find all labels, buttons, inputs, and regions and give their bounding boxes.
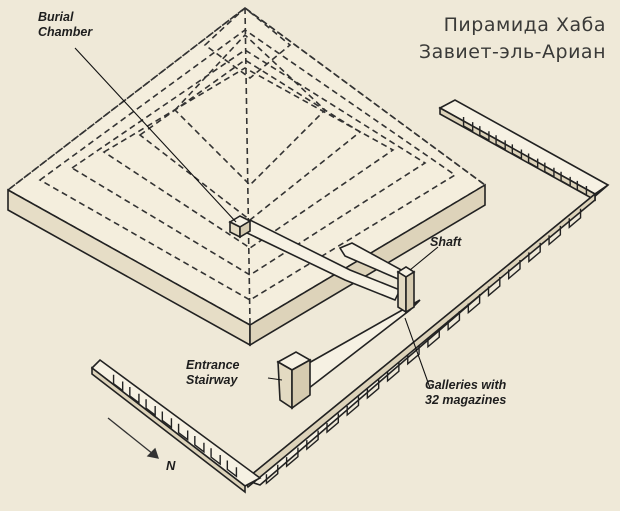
leader-galleries xyxy=(404,317,431,389)
diagram-title: Пирамида Хаба xyxy=(443,14,606,36)
magazine-front-arm xyxy=(366,379,380,400)
magazine-left-arm xyxy=(177,423,189,441)
label-burial-chamber: Burial Chamber xyxy=(38,10,92,40)
magazine-right-arm xyxy=(544,162,555,178)
leader-shaft xyxy=(409,246,439,271)
magazine-right-arm xyxy=(511,144,523,160)
north-arrow-head xyxy=(146,447,159,459)
pyramid-ridge-front xyxy=(244,7,251,326)
magazine-front-arm xyxy=(447,311,461,332)
magazine-right-arm xyxy=(495,135,506,151)
label-burial-chamber-line1: Burial xyxy=(38,10,74,24)
shaft-right xyxy=(405,270,415,314)
label-shaft: Shaft xyxy=(430,235,462,249)
shaft-left xyxy=(397,270,407,314)
magazine-front-arm xyxy=(568,208,582,229)
north-arrow xyxy=(107,417,159,459)
shaft-block xyxy=(396,266,416,314)
magazine-front-arm xyxy=(528,242,541,263)
leader-entrance-stairway xyxy=(267,377,283,381)
label-burial-chamber-line2: Chamber xyxy=(38,25,93,39)
magazine-front-arm xyxy=(285,447,299,468)
leader-burial-chamber xyxy=(74,47,237,223)
magazine-right-arm xyxy=(479,126,490,142)
magazine-left-arm xyxy=(129,386,140,405)
magazine-front-arm xyxy=(306,430,319,451)
magazine-front-arm xyxy=(346,396,360,417)
magazine-front-arm xyxy=(265,464,279,485)
magazine-right-arm xyxy=(462,117,474,133)
magazine-right-arm xyxy=(560,171,571,188)
label-entrance-stairway-line2: Stairway xyxy=(186,373,238,387)
north-label: N xyxy=(166,458,176,473)
label-galleries-line2: 32 magazines xyxy=(425,393,507,407)
magazine-front-arm xyxy=(326,413,340,434)
chamber-right xyxy=(239,219,251,239)
magazine-left-arm xyxy=(226,460,238,478)
magazine-front-arm xyxy=(487,277,501,298)
magazine-front-arm xyxy=(407,345,420,366)
magazine-front-arm xyxy=(467,294,481,315)
north-arrow-shaft xyxy=(107,417,159,459)
magazine-left-arm xyxy=(210,448,221,466)
magazine-right-arm xyxy=(527,153,539,169)
magazine-left-arm xyxy=(145,399,156,417)
magazine-front-arm xyxy=(548,225,562,246)
label-galleries: Galleries with 32 magazines xyxy=(425,378,506,408)
entrance-stairway-pit xyxy=(276,351,312,410)
magazine-front-arm xyxy=(386,362,400,383)
magazine-front-arm xyxy=(427,328,440,349)
burial-chamber-block xyxy=(228,215,252,239)
pyramid-step-5 xyxy=(173,33,327,187)
label-entrance-stairway: Entrance Stairway xyxy=(186,358,240,388)
corridor xyxy=(238,219,421,396)
stairway-right xyxy=(291,358,311,410)
gallery-left-arm-side xyxy=(91,366,246,494)
label-galleries-line1: Galleries with xyxy=(425,378,507,392)
diagram-subtitle: Завиет-эль-Ариан xyxy=(418,41,606,63)
pyramid-step-2 xyxy=(70,49,427,276)
pyramid-step-3 xyxy=(102,67,395,249)
magazine-front-arm xyxy=(507,259,521,281)
magazine-left-arm xyxy=(112,374,124,392)
magazine-right-arm xyxy=(576,180,588,197)
label-entrance-stairway-line1: Entrance xyxy=(186,358,240,372)
leader-lines xyxy=(74,47,439,389)
magazines xyxy=(112,117,588,485)
magazine-left-arm xyxy=(194,435,205,454)
magazine-left-arm xyxy=(161,411,173,429)
pyramid-top xyxy=(203,6,292,80)
stairway-left xyxy=(277,360,293,410)
pyramid-step-4 xyxy=(138,59,362,222)
galleries-trench xyxy=(90,99,610,494)
